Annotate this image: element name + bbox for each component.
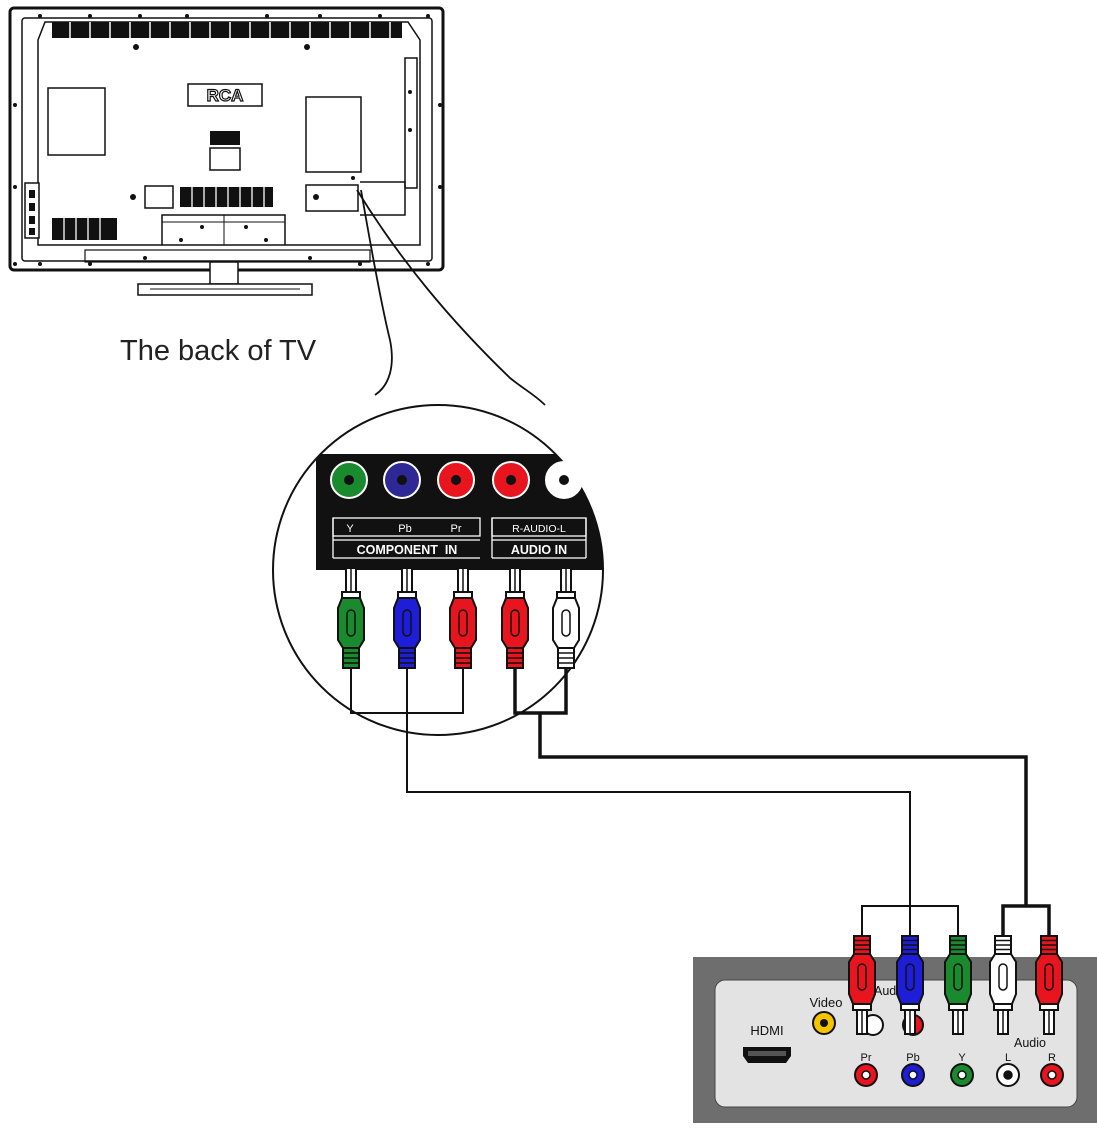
device-plug-green[interactable] [944, 935, 972, 1035]
callout-line-left [360, 189, 393, 396]
source-device: HDMI Video Audio Audio Pr Pb Y L R [693, 957, 1097, 1123]
device-jack-l[interactable] [996, 1063, 1020, 1087]
hdmi-port[interactable] [743, 1047, 791, 1063]
jack-label-pb: Pb [906, 1052, 919, 1064]
device-jack-y[interactable] [950, 1063, 974, 1087]
tv-plug-audio-red[interactable] [501, 567, 529, 669]
component-cable [350, 668, 959, 940]
video-jack[interactable] [812, 1011, 836, 1035]
label-audio-in: AUDIO IN [511, 543, 567, 557]
tv-plug-audio-white[interactable] [552, 567, 580, 669]
tv-plug-green[interactable] [337, 567, 365, 669]
tv-plug-blue[interactable] [393, 567, 421, 669]
hdmi-label: HDMI [750, 1023, 783, 1038]
tv-logo: RCA [207, 86, 244, 105]
video-label: Video [809, 995, 842, 1010]
label-y: Y [346, 523, 354, 535]
label-r-audio-l: R-AUDIO-L [512, 523, 566, 535]
jack-label-l: L [1005, 1052, 1011, 1064]
tv-back-illustration: RCA [8, 6, 445, 296]
audio-label: Audio [1014, 1036, 1046, 1050]
jack-label-r: R [1048, 1052, 1056, 1064]
tv-plug-red[interactable] [449, 567, 477, 669]
tv-caption: The back of TV [120, 335, 317, 367]
tv-jack-pb[interactable] [383, 461, 421, 499]
device-plug-blue[interactable] [896, 935, 924, 1035]
device-jack-pb[interactable] [901, 1063, 925, 1087]
label-component-in: COMPONENT IN [357, 543, 458, 557]
tv-jack-audio-r[interactable] [492, 461, 530, 499]
device-plug-audio-white[interactable] [989, 935, 1017, 1035]
device-plug-audio-red[interactable] [1035, 935, 1063, 1035]
tv-jack-y[interactable] [330, 461, 368, 499]
device-jack-pr[interactable] [854, 1063, 878, 1087]
device-jack-r[interactable] [1040, 1063, 1064, 1087]
label-pr: Pr [451, 523, 462, 535]
jack-label-pr: Pr [861, 1052, 872, 1064]
jack-label-y: Y [958, 1052, 966, 1064]
tv-jack-audio-l[interactable] [545, 461, 583, 499]
device-plug-red[interactable] [848, 935, 876, 1035]
label-pb: Pb [398, 523, 411, 535]
tv-jack-pr[interactable] [437, 461, 475, 499]
audio-cable [513, 668, 1051, 940]
magnified-jack-panel: Y Pb Pr COMPONENT IN R-AUDIO-L AUDIO IN [272, 404, 604, 736]
callout-line-right [356, 189, 546, 406]
